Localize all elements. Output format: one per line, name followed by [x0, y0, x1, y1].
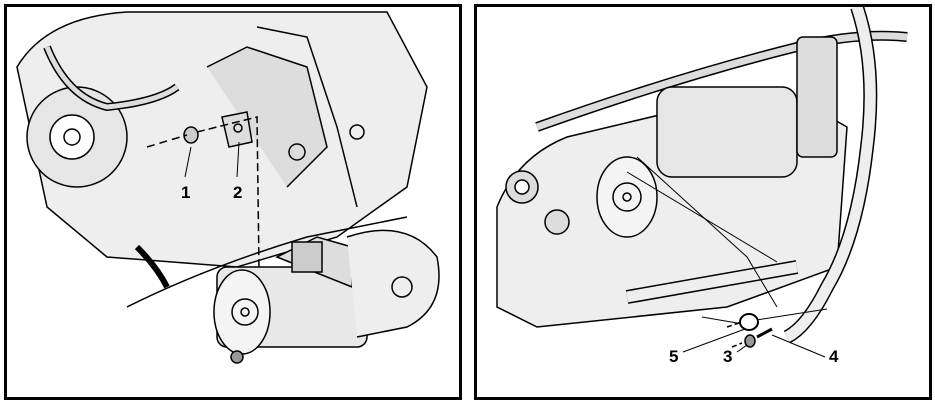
callout-3: 3	[723, 347, 733, 366]
engine-starter-drawing-right	[496, 7, 908, 358]
callout-4: 4	[829, 347, 839, 366]
callout-1: 1	[181, 183, 191, 202]
right-illustration-panel: 5 3 4	[474, 4, 932, 400]
callout-2: 2	[233, 183, 243, 202]
callout-5: 5	[669, 347, 679, 366]
engine-starter-drawing-left	[16, 11, 440, 364]
left-illustration-panel: 1 2	[4, 4, 462, 400]
